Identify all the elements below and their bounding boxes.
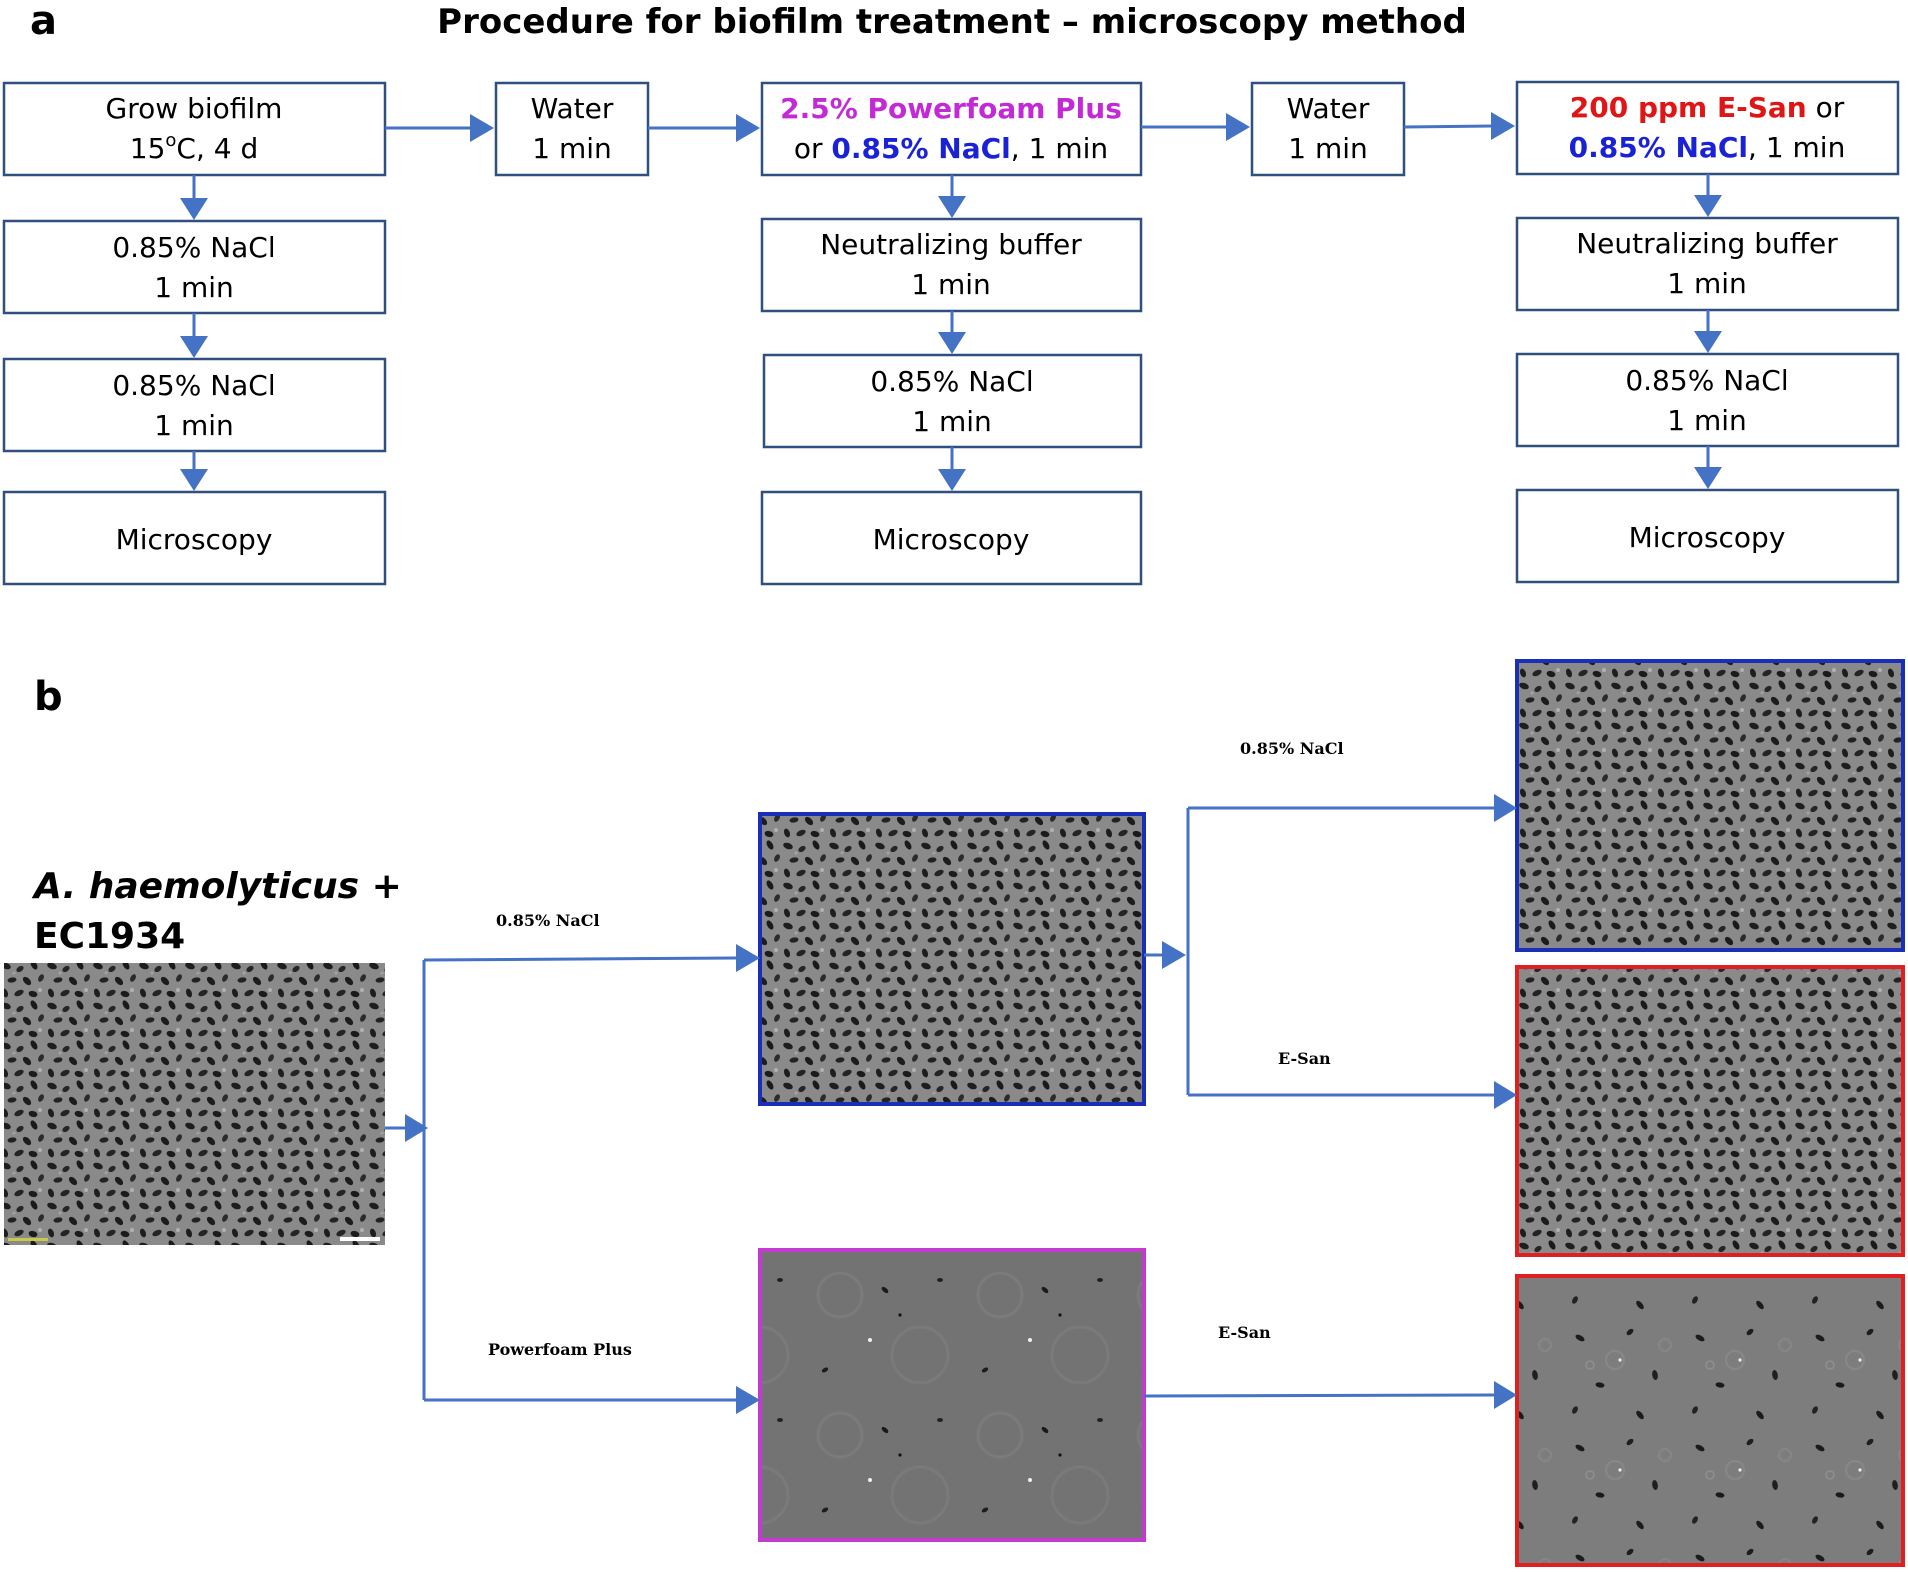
col2-treatment-box: 2.5% Powerfoam Plus or 0.85% NaCl, 1 min [760, 81, 1143, 177]
col3-nacl-line1: 0.85% NaCl [1625, 364, 1788, 397]
micrograph-nacl-nacl [1515, 659, 1905, 952]
water1-line1: Water [531, 92, 614, 125]
grow-line2: 15oC, 4 d [130, 130, 259, 165]
col3-nacl-line2: 1 min [1667, 404, 1747, 437]
water-box-1: Water 1 min [494, 81, 650, 177]
col3-microscopy: Microscopy [1629, 521, 1786, 554]
col3-treat-line1: 200 ppm E-San or [1570, 91, 1845, 124]
sub-label-nacl: 0.85% NaCl [1240, 739, 1344, 758]
branch-label-powerfoam: Powerfoam Plus [488, 1340, 632, 1359]
panel-a-title: Procedure for biofilm treatment – micros… [437, 2, 1467, 42]
col1-nacl1-line1: 0.85% NaCl [112, 231, 275, 264]
species-line1: A. haemolyticus + [31, 866, 402, 907]
col2-nacl-line2: 1 min [912, 405, 992, 438]
col2-treat-line2: or 0.85% NaCl, 1 min [794, 132, 1108, 165]
col2-neutralizing-box: Neutralizing buffer 1 min [760, 217, 1143, 313]
col3-treat-line2: 0.85% NaCl, 1 min [1569, 131, 1846, 164]
micrograph-nacl [758, 812, 1146, 1106]
col2-microscopy: Microscopy [873, 523, 1030, 556]
col2-nacl-box: 0.85% NaCl 1 min [762, 353, 1143, 449]
col1-nacl1-line2: 1 min [154, 271, 234, 304]
micrograph-initial [4, 963, 385, 1245]
horizontal-arrows [385, 112, 1515, 142]
micrograph-powerfoam [758, 1248, 1146, 1542]
esan-label: 200 ppm E-San [1570, 91, 1807, 124]
col3-neutral-line1: Neutralizing buffer [1576, 227, 1838, 260]
col2-neutral-line2: 1 min [911, 268, 991, 301]
col3-microscopy-box: Microscopy [1515, 488, 1900, 584]
col1-grow-box: Grow biofilm 15oC, 4 d [2, 81, 387, 177]
col3-arrows [1694, 174, 1722, 489]
branch-right-bottom [1143, 1381, 1517, 1409]
col1-nacl-box-1: 0.85% NaCl 1 min [2, 219, 387, 315]
col1-microscopy: Microscopy [116, 523, 273, 556]
water2-line1: Water [1287, 92, 1370, 125]
col2-nacl-line1: 0.85% NaCl [870, 365, 1033, 398]
species-line2: EC1934 [34, 916, 185, 957]
powerfoam-label: 2.5% Powerfoam Plus [780, 92, 1122, 125]
col3-treatment-box: 200 ppm E-San or 0.85% NaCl, 1 min [1515, 80, 1900, 176]
panel-b-letter: b [34, 674, 63, 720]
branch-left [385, 944, 760, 1414]
col3-neutralizing-box: Neutralizing buffer 1 min [1515, 216, 1900, 312]
branch-right-top [1144, 794, 1517, 1109]
col3-neutral-line2: 1 min [1667, 267, 1747, 300]
water-box-2: Water 1 min [1250, 81, 1406, 177]
col3-nacl-box: 0.85% NaCl 1 min [1515, 352, 1900, 448]
water1-line2: 1 min [532, 132, 612, 165]
col1-nacl-box-2: 0.85% NaCl 1 min [2, 357, 387, 453]
col1-nacl2-line2: 1 min [154, 409, 234, 442]
sub-label-esan-bottom: E-San [1218, 1323, 1271, 1342]
col2-arrows [938, 175, 966, 491]
grow-line1: Grow biofilm [106, 92, 283, 125]
col2-neutral-line1: Neutralizing buffer [820, 228, 1082, 261]
panel-a-letter: a [30, 0, 57, 44]
micrograph-nacl-esan [1515, 965, 1905, 1257]
branch-label-nacl: 0.85% NaCl [496, 911, 600, 930]
water2-line2: 1 min [1288, 132, 1368, 165]
col1-microscopy-box: Microscopy [2, 490, 387, 586]
col1-nacl2-line1: 0.85% NaCl [112, 369, 275, 402]
sub-label-esan-top: E-San [1278, 1049, 1331, 1068]
col1-arrows [180, 175, 208, 491]
col2-microscopy-box: Microscopy [760, 490, 1143, 586]
micrograph-powerfoam-esan [1515, 1274, 1905, 1567]
